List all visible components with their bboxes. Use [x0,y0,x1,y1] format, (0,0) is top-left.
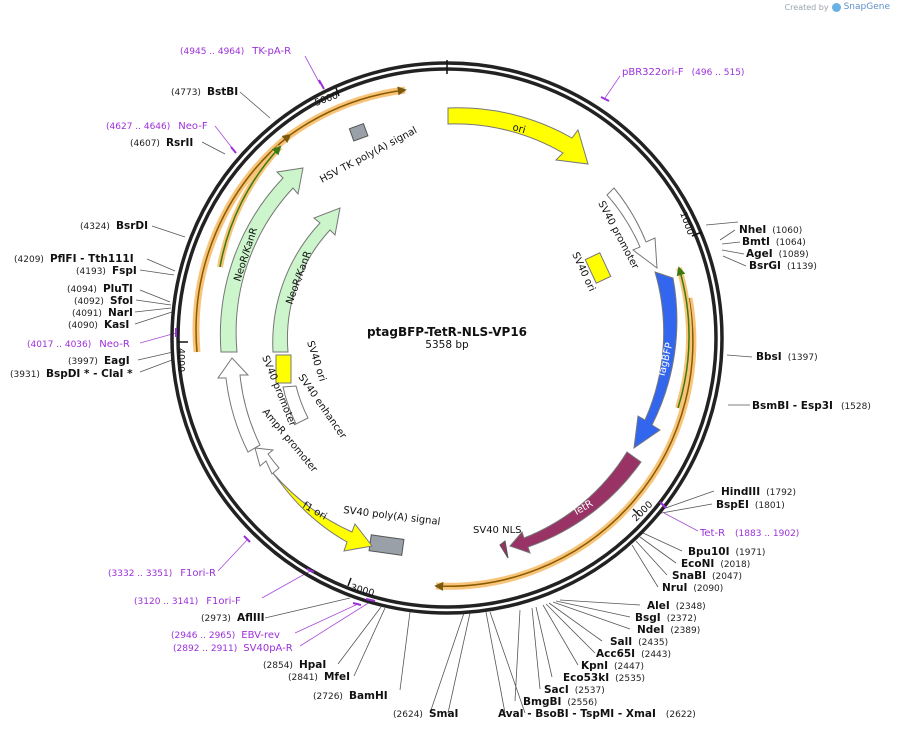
feature-tagbfp-arrow [633,271,678,450]
site-BmgBI: BmgBI(2556) [523,696,597,708]
credit-brand: SnapGene [843,2,890,12]
primer-leader-lines [139,55,699,647]
primer-EBV-rev: (2946 .. 2965)EBV-rev [171,630,280,641]
feature-tetr-arrow [509,451,642,554]
site-NarI: (4091)NarI [72,307,133,319]
plasmid-size: 5358 bp [425,339,469,351]
site-BsrGI: BsrGI(1139) [749,260,817,272]
feature-sv40-promoter-left-arrow [217,357,261,453]
primer-F1ori-F: (3120 .. 3141)F1ori-F [134,596,241,607]
site-SfoI: (4092)SfoI [74,295,133,307]
site-EcoNI: EcoNI(2018) [681,558,750,570]
site-BamHI: (2726)BamHI [313,690,388,702]
primer-Neo-R: (4017 .. 4036)Neo-R [27,339,130,350]
plasmid-name: ptagBFP-TetR-NLS-VP16 [367,325,527,339]
snapgene-logo-icon [831,2,841,12]
site-HindIII: HindIII(1792) [721,486,796,498]
site-BsrDI: (4324)BsrDI [80,220,148,232]
site-leader-lines [134,91,753,714]
feature-sv40-enhancer-arrow [282,385,309,425]
primer-pBR322ori-F: pBR322ori-F(496 .. 515) [622,67,744,78]
site-MfeI: (2841)MfeI [288,671,350,683]
credit-prefix: Created by [784,2,829,12]
site-BsmBI: BsmBI - Esp3I(1528) [752,400,871,412]
snapgene-credit: Created by SnapGene [785,2,890,12]
site-EagI: (3997)EagI [68,355,130,367]
site-HpaI: (2854)HpaI [263,659,326,671]
primer-SV40pA-R: (2892 .. 2911)SV40pA-R [173,643,293,654]
site-SmaI: (2624)SmaI [393,708,458,720]
primer-TK-pA-R: (4945 .. 4964)TK-pA-R [180,46,291,57]
site-KpnI: KpnI(2447) [581,660,644,672]
site-NruI: NruI(2090) [662,582,723,594]
site-KasI: (4090)KasI [68,319,129,331]
primer-Neo-F: (4627 .. 4646)Neo-F [106,121,208,132]
site-AgeI: AgeI(1089) [746,248,809,260]
feature-label-ori: ori [511,122,526,136]
feature-neokanr-inner-arrow [272,207,341,353]
feature-neokanr-outer-arrow [219,167,304,353]
site-NdeI: NdeI(2389) [637,624,700,636]
feature-label-sv40-polya: SV40 poly(A) signal [343,505,441,528]
feature-sv40-nls-arrow [499,540,509,559]
site-Eco53kI: Eco53kI(2535) [563,672,645,684]
feature-sv40-ori-left-box [275,354,292,384]
primer-Tet-R: Tet-R(1883 .. 1902) [699,528,799,539]
feature-label-hsv-tk-polya: HSV TK poly(A) signal [318,125,419,186]
site-SnaBI: SnaBI(2047) [672,570,742,582]
site-FspI: (4193)FspI [76,265,137,277]
site-BbsI: BbsI(1397) [756,351,818,363]
feature-ori-arrow [447,107,589,165]
feature-ampr-promoter-arrow [254,447,280,475]
tick-marks [178,60,703,587]
site-BspDI-ClaI: (3931)BspDI * - ClaI * [10,368,133,380]
feature-label-sv40-nls: SV40 NLS [473,525,522,536]
site-BstBI: (4773)BstBI [171,86,238,98]
site-NheI: NheI(1060) [739,224,802,236]
feature-sv40-polya-box [368,534,405,556]
outer-arc-orf-top [287,86,406,138]
primers: pBR322ori-F(496 .. 515) Tet-R(1883 .. 19… [27,46,799,654]
feature-hsv-tk-polya-box [348,122,369,142]
site-AvaI: AvaI - BsoBI - TspMI - XmaI(2622) [498,708,696,720]
feature-f1ori-arrow [271,471,373,552]
feature-sv40-promoter-arrow [606,187,658,270]
site-BspEI: BspEI(1801) [716,499,785,511]
site-PflFI: (4209)PflFI - Tth111I [14,253,134,265]
site-SalI: SalI(2435) [610,636,668,648]
site-RsrII: (4607)RsrII [130,137,193,149]
primer-marks [175,79,667,606]
site-Acc65I: Acc65I(2443) [596,648,671,660]
restriction-sites: NheI(1060) BmtI(1064) AgeI(1089) BsrGI(1… [10,86,871,720]
tick-label-4000: 4000 [175,348,186,372]
site-AleI: AleI(2348) [647,600,706,612]
site-AflIII: (2973)AflIII [201,612,265,624]
site-PluTI: (4094)PluTI [67,283,133,295]
feature-sv40-ori-box [584,252,612,284]
outer-arc-orf-cw [435,297,697,590]
site-SacI: SacI(2537) [544,684,605,696]
primer-F1ori-R: (3332 .. 3351)F1ori-R [108,568,216,579]
site-Bpu10I: Bpu10I(1971) [688,546,765,558]
site-BmtI: BmtI(1064) [742,236,806,248]
site-BsgI: BsgI(2372) [635,612,697,624]
